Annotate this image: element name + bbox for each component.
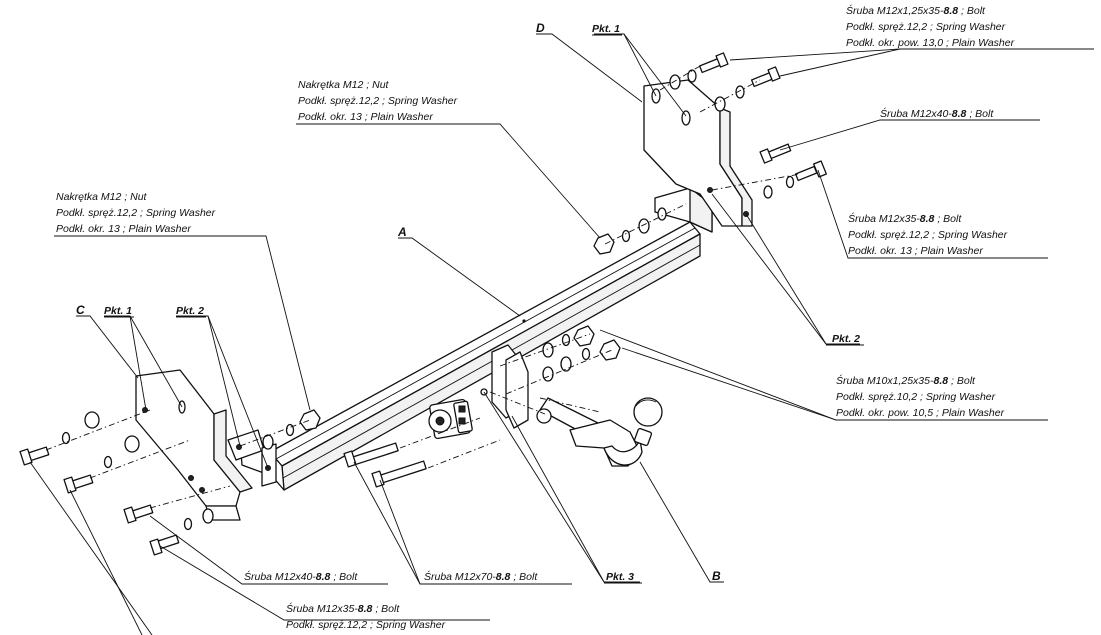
- point-marker-pkt1-left: Pkt. 1: [104, 305, 132, 317]
- point-marker-pkt2-right: Pkt. 2: [832, 333, 860, 345]
- right-side-bracket-d: [643, 79, 753, 227]
- nut-m12-left: [262, 409, 321, 450]
- left-side-bracket-c: [135, 369, 253, 521]
- ball-neck-b: [489, 391, 663, 467]
- leader-lines: [29, 33, 1094, 635]
- bolt-left-set: [19, 411, 214, 556]
- bolt-m12x125x35-top: [669, 52, 729, 90]
- label-left-nut: Nakrętka M12 ; Nut Podkł. spręż.12,2 ; S…: [56, 191, 216, 235]
- svg-text:Śruba M12x35-8.8 ; Bolt: Śruba M12x35-8.8 ; Bolt: [848, 212, 962, 225]
- label-right-bolt-m10: Śruba M10x1,25x35-8.8 ; Bolt Podkł. sprę…: [836, 374, 1005, 419]
- text-segment: 8.8: [933, 375, 948, 387]
- label-line: Podkł. spręż.12,2 ; Spring Washer: [298, 95, 458, 107]
- text-segment: ; Bolt: [934, 213, 962, 225]
- label-line: Nakrętka M12 ; Nut: [56, 191, 148, 203]
- text-segment: ; Bolt: [958, 5, 986, 17]
- label-bottom-bolt-m12x35: Śruba M12x35-8.8 ; Bolt Podkł. spręż.12,…: [286, 602, 446, 631]
- svg-text:Śruba M12x35-8.8 ; Bolt: Śruba M12x35-8.8 ; Bolt: [286, 602, 400, 615]
- text-segment: Śruba M12x40-: [880, 107, 952, 120]
- svg-text:Śruba M12x1,25x35-8.8 ; Bolt: Śruba M12x1,25x35-8.8 ; Bolt: [846, 4, 986, 17]
- text-segment: ; Bolt: [966, 108, 994, 120]
- text-segment: Śruba M12x35-: [848, 212, 920, 225]
- point-marker-pkt3: Pkt. 3: [606, 571, 634, 583]
- label-line: Podkł. spręż.12,2 ; Spring Washer: [848, 229, 1008, 241]
- bolt-m12x35-right: [763, 160, 827, 199]
- text-segment: 8.8: [358, 603, 373, 615]
- part-letter-c: C: [76, 303, 85, 317]
- text-segment: Śruba M12x1,25x35-: [846, 4, 944, 17]
- text-segment: Śruba M12x35-: [286, 602, 358, 615]
- label-center-nut: Nakrętka M12 ; Nut Podkł. spręż.12,2 ; S…: [298, 79, 458, 123]
- point-marker-pkt2-left: Pkt. 2: [176, 305, 204, 317]
- svg-text:Śruba M12x70-8.8 ; Bolt: Śruba M12x70-8.8 ; Bolt: [424, 570, 538, 583]
- ball-mount-plate: [428, 344, 529, 440]
- label-line: Podkł. spręż.10,2 ; Spring Washer: [836, 391, 996, 403]
- label-line: Podkł. okr. pow. 13,0 ; Plain Washer: [846, 37, 1015, 49]
- label-line: Podkł. spręż.12,2 ; Spring Washer: [846, 21, 1006, 33]
- part-letter-b: B: [712, 569, 721, 583]
- text-segment: 8.8: [952, 108, 967, 120]
- bolt-m12x40-right: [759, 143, 792, 164]
- part-letter-d: D: [536, 21, 545, 35]
- label-bottom-bolt-m12x70: Śruba M12x70-8.8 ; Bolt: [424, 570, 538, 583]
- bolt-m12x70-set: [343, 442, 427, 488]
- text-segment: ; Bolt: [330, 571, 358, 583]
- text-segment: ; Bolt: [510, 571, 538, 583]
- label-line: Podkł. spręż.12,2 ; Spring Washer: [286, 619, 446, 631]
- label-line: Podkł. okr. 13 ; Plain Washer: [298, 111, 433, 123]
- text-segment: ; Bolt: [372, 603, 400, 615]
- svg-text:Śruba M12x40-8.8 ; Bolt: Śruba M12x40-8.8 ; Bolt: [880, 107, 994, 120]
- label-right-bolt-m12x35: Śruba M12x35-8.8 ; Bolt Podkł. spręż.12,…: [848, 212, 1008, 257]
- text-segment: 8.8: [316, 571, 331, 583]
- bolt-m10-set: [542, 325, 621, 382]
- label-line: Nakrętka M12 ; Nut: [298, 79, 390, 91]
- text-segment: 8.8: [920, 213, 935, 225]
- label-right-bolt-m12x40: Śruba M12x40-8.8 ; Bolt: [880, 107, 994, 120]
- svg-text:Śruba M10x1,25x35-8.8 ; Bolt: Śruba M10x1,25x35-8.8 ; Bolt: [836, 374, 976, 387]
- text-segment: 8.8: [943, 5, 958, 17]
- text-segment: Śruba M12x70-: [424, 570, 496, 583]
- label-bottom-bolt-m12x40: Śruba M12x40-8.8 ; Bolt: [244, 570, 358, 583]
- label-line: Podkł. okr. pow. 10,5 ; Plain Washer: [836, 407, 1005, 419]
- part-letter-a: A: [397, 225, 407, 239]
- label-line: Podkł. spręż.12,2 ; Spring Washer: [56, 207, 216, 219]
- nut-m12-center: [593, 207, 667, 255]
- label-line: Podkł. okr. 13 ; Plain Washer: [56, 223, 191, 235]
- text-segment: Śruba M12x40-: [244, 570, 316, 583]
- svg-text:Śruba M12x40-8.8 ; Bolt: Śruba M12x40-8.8 ; Bolt: [244, 570, 358, 583]
- label-topright-bolt: Śruba M12x1,25x35-8.8 ; Bolt Podkł. sprę…: [846, 4, 1015, 49]
- label-line: Podkł. okr. 13 ; Plain Washer: [848, 245, 983, 257]
- text-segment: 8.8: [496, 571, 511, 583]
- bolt-m12x125x35-lower: [714, 66, 781, 112]
- point-marker-pkt1-top: Pkt. 1: [592, 23, 620, 35]
- text-segment: Śruba M10x1,25x35-: [836, 374, 934, 387]
- fasteners: [19, 52, 827, 556]
- left-upper-bracket: [227, 429, 277, 487]
- text-segment: ; Bolt: [948, 375, 976, 387]
